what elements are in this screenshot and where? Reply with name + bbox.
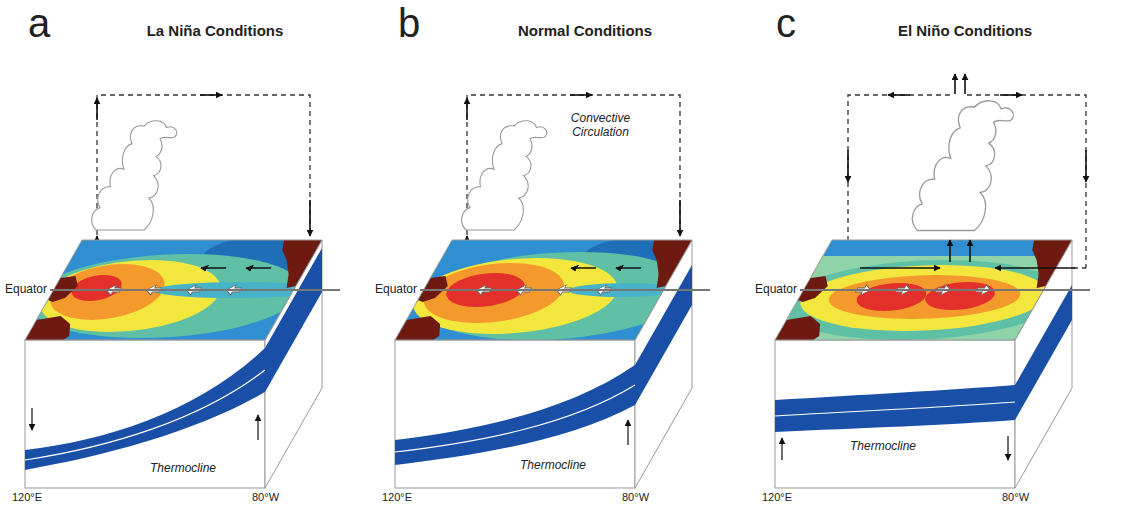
equator-line — [800, 289, 1090, 291]
sea-surface — [760, 240, 1097, 340]
panel-letter: a — [28, 0, 50, 46]
wind-arrow — [201, 267, 226, 269]
air-flow-arrow — [888, 94, 910, 96]
thermocline-line — [25, 370, 265, 460]
water-flow-arrow — [257, 415, 258, 440]
air-flow-arrow — [969, 240, 971, 262]
longitude-label: 80°W — [1002, 491, 1029, 504]
air-flow-arrow — [847, 150, 849, 182]
air-flow-arrow — [1000, 94, 1022, 96]
sea-surface — [25, 240, 322, 340]
thermocline-label: Thermocline — [150, 462, 216, 476]
mild-water — [775, 260, 1072, 340]
thermocline-band — [25, 348, 265, 470]
air-flow-arrow — [954, 74, 956, 94]
el-nino-panel — [760, 74, 1097, 488]
panel-title: Normal Conditions — [518, 22, 652, 39]
wind-arrow — [571, 267, 596, 269]
wind-arrow — [860, 267, 940, 269]
equator-label: Equator — [5, 283, 47, 297]
equator-label: Equator — [755, 283, 797, 297]
longitude-label: 80°W — [622, 491, 649, 504]
convection-cloud — [462, 121, 547, 230]
thermocline-line — [775, 402, 1015, 416]
longitude-label: 120°E — [762, 491, 792, 504]
air-flow-arrow — [96, 98, 98, 120]
equator-line — [50, 289, 340, 291]
thermocline-label: Thermocline — [850, 440, 916, 454]
land-east — [257, 240, 322, 288]
longitude-label: 80°W — [252, 491, 279, 504]
sea-surface — [390, 235, 725, 340]
water-flow-arrow — [1007, 436, 1008, 460]
air-flow-arrow — [309, 200, 311, 236]
water-flow-arrow — [781, 438, 782, 460]
la-nina-panel — [5, 95, 356, 488]
convection-cloud — [92, 121, 177, 230]
warm-pool — [918, 282, 1002, 310]
panel-letter: c — [776, 0, 796, 46]
water-flow-arrow — [627, 420, 628, 445]
thermocline-band — [395, 365, 635, 465]
wind-arrow — [616, 267, 641, 269]
thermocline-label: Thermocline — [520, 459, 586, 473]
thermocline-line — [395, 385, 635, 452]
warm-pool — [850, 283, 934, 311]
equator-line — [420, 289, 710, 291]
thermocline-band — [775, 385, 1015, 432]
warmer-water — [817, 275, 1032, 319]
ocean-front-face — [25, 340, 265, 488]
panel-title: La Niña Conditions — [147, 22, 284, 39]
longitude-label: 120°E — [382, 491, 412, 504]
ocean-front-face — [775, 340, 1015, 488]
equator-label: Equator — [375, 283, 417, 297]
warm-water — [783, 265, 1065, 331]
air-flow-arrow — [964, 74, 966, 94]
wind-arrow — [995, 267, 1075, 269]
panel-title: El Niño Conditions — [898, 22, 1032, 39]
wind-arrow — [246, 267, 271, 269]
air-flow-arrow — [466, 98, 468, 120]
air-flow-arrow — [949, 240, 951, 262]
water-flow-arrow — [31, 408, 32, 430]
normal-panel — [390, 95, 725, 488]
sea-surface — [775, 240, 1072, 340]
longitude-label: 120°E — [12, 491, 42, 504]
land-east — [1007, 240, 1072, 288]
caption-label: Convective Circulation — [558, 112, 643, 140]
sea-surface — [395, 240, 692, 340]
convection-cloud — [912, 101, 1013, 231]
air-flow-arrow — [570, 94, 592, 96]
land-east — [627, 240, 692, 288]
sea-surface — [5, 233, 356, 340]
air-flow-arrow — [679, 200, 681, 236]
air-flow-arrow — [200, 94, 222, 96]
ocean-front-face — [395, 340, 635, 488]
air-flow-arrow — [1085, 150, 1087, 182]
panel-letter: b — [398, 0, 420, 46]
